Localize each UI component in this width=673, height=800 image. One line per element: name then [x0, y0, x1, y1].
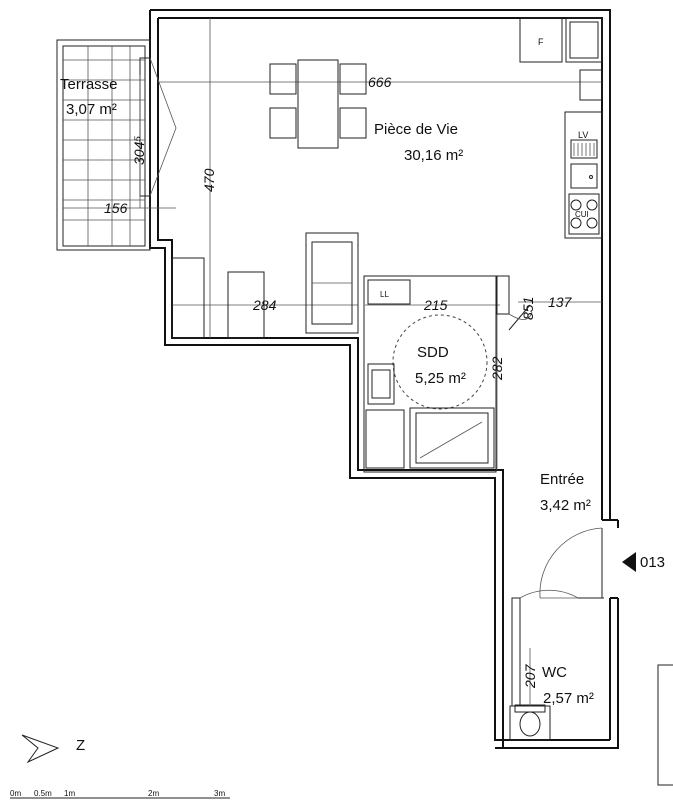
scale-label-1: 0.5m [34, 789, 52, 798]
living-name: Pièce de Vie [374, 121, 458, 138]
dim-door-sdd: 851 [520, 297, 536, 320]
north-label: Z [76, 737, 85, 754]
scale-label-0: 0m [10, 789, 21, 798]
storage-units [171, 257, 265, 339]
entrance-arrow-icon [622, 552, 636, 572]
dining-set [269, 59, 367, 149]
dim-sdd-height: 282 [489, 356, 505, 381]
scale-label-4: 3m [214, 789, 225, 798]
entrance-door [539, 527, 603, 599]
dim-terrasse-height: 304⁵ [131, 136, 147, 165]
scale-label-3: 2m [148, 789, 159, 798]
terrasse-area: 3,07 m² [66, 101, 117, 118]
legend-frame [657, 664, 673, 786]
dim-terrasse-width: 156 [104, 200, 128, 216]
living-area: 30,16 m² [404, 147, 463, 164]
dim-living-lower: 284 [252, 297, 277, 313]
wc-area-label: 2,57 m² [543, 690, 594, 707]
sdd-area: 5,25 m² [415, 370, 466, 387]
dim-living-height: 470 [201, 168, 217, 192]
entree-area: 3,42 m² [540, 497, 591, 514]
dim-wc: 207 [522, 663, 538, 689]
sdd-name: SDD [417, 344, 449, 361]
terrasse-name: Terrasse [60, 76, 118, 93]
dim-sdd-width: 215 [423, 297, 448, 313]
scale-label-2: 1m [64, 789, 75, 798]
sofa [305, 232, 359, 334]
dimension-lines [63, 18, 602, 470]
fridge-label: F [538, 37, 544, 47]
outer-walls [149, 9, 619, 749]
washing-label: LL [380, 290, 389, 299]
terrasse-area [56, 39, 177, 251]
bathroom [363, 275, 533, 473]
dim-living-width: 666 [368, 74, 392, 90]
entree-name: Entrée [540, 471, 584, 488]
north-arrow-icon [21, 734, 60, 764]
wc-area [509, 589, 604, 741]
entrance-label: 013 [640, 554, 665, 571]
cooktop-label: CUI [575, 210, 589, 219]
kitchen-counter [519, 17, 603, 239]
dim-entry-width: 137 [548, 294, 573, 310]
dishwasher-label: LV [578, 130, 588, 140]
wc-name: WC [542, 664, 567, 681]
